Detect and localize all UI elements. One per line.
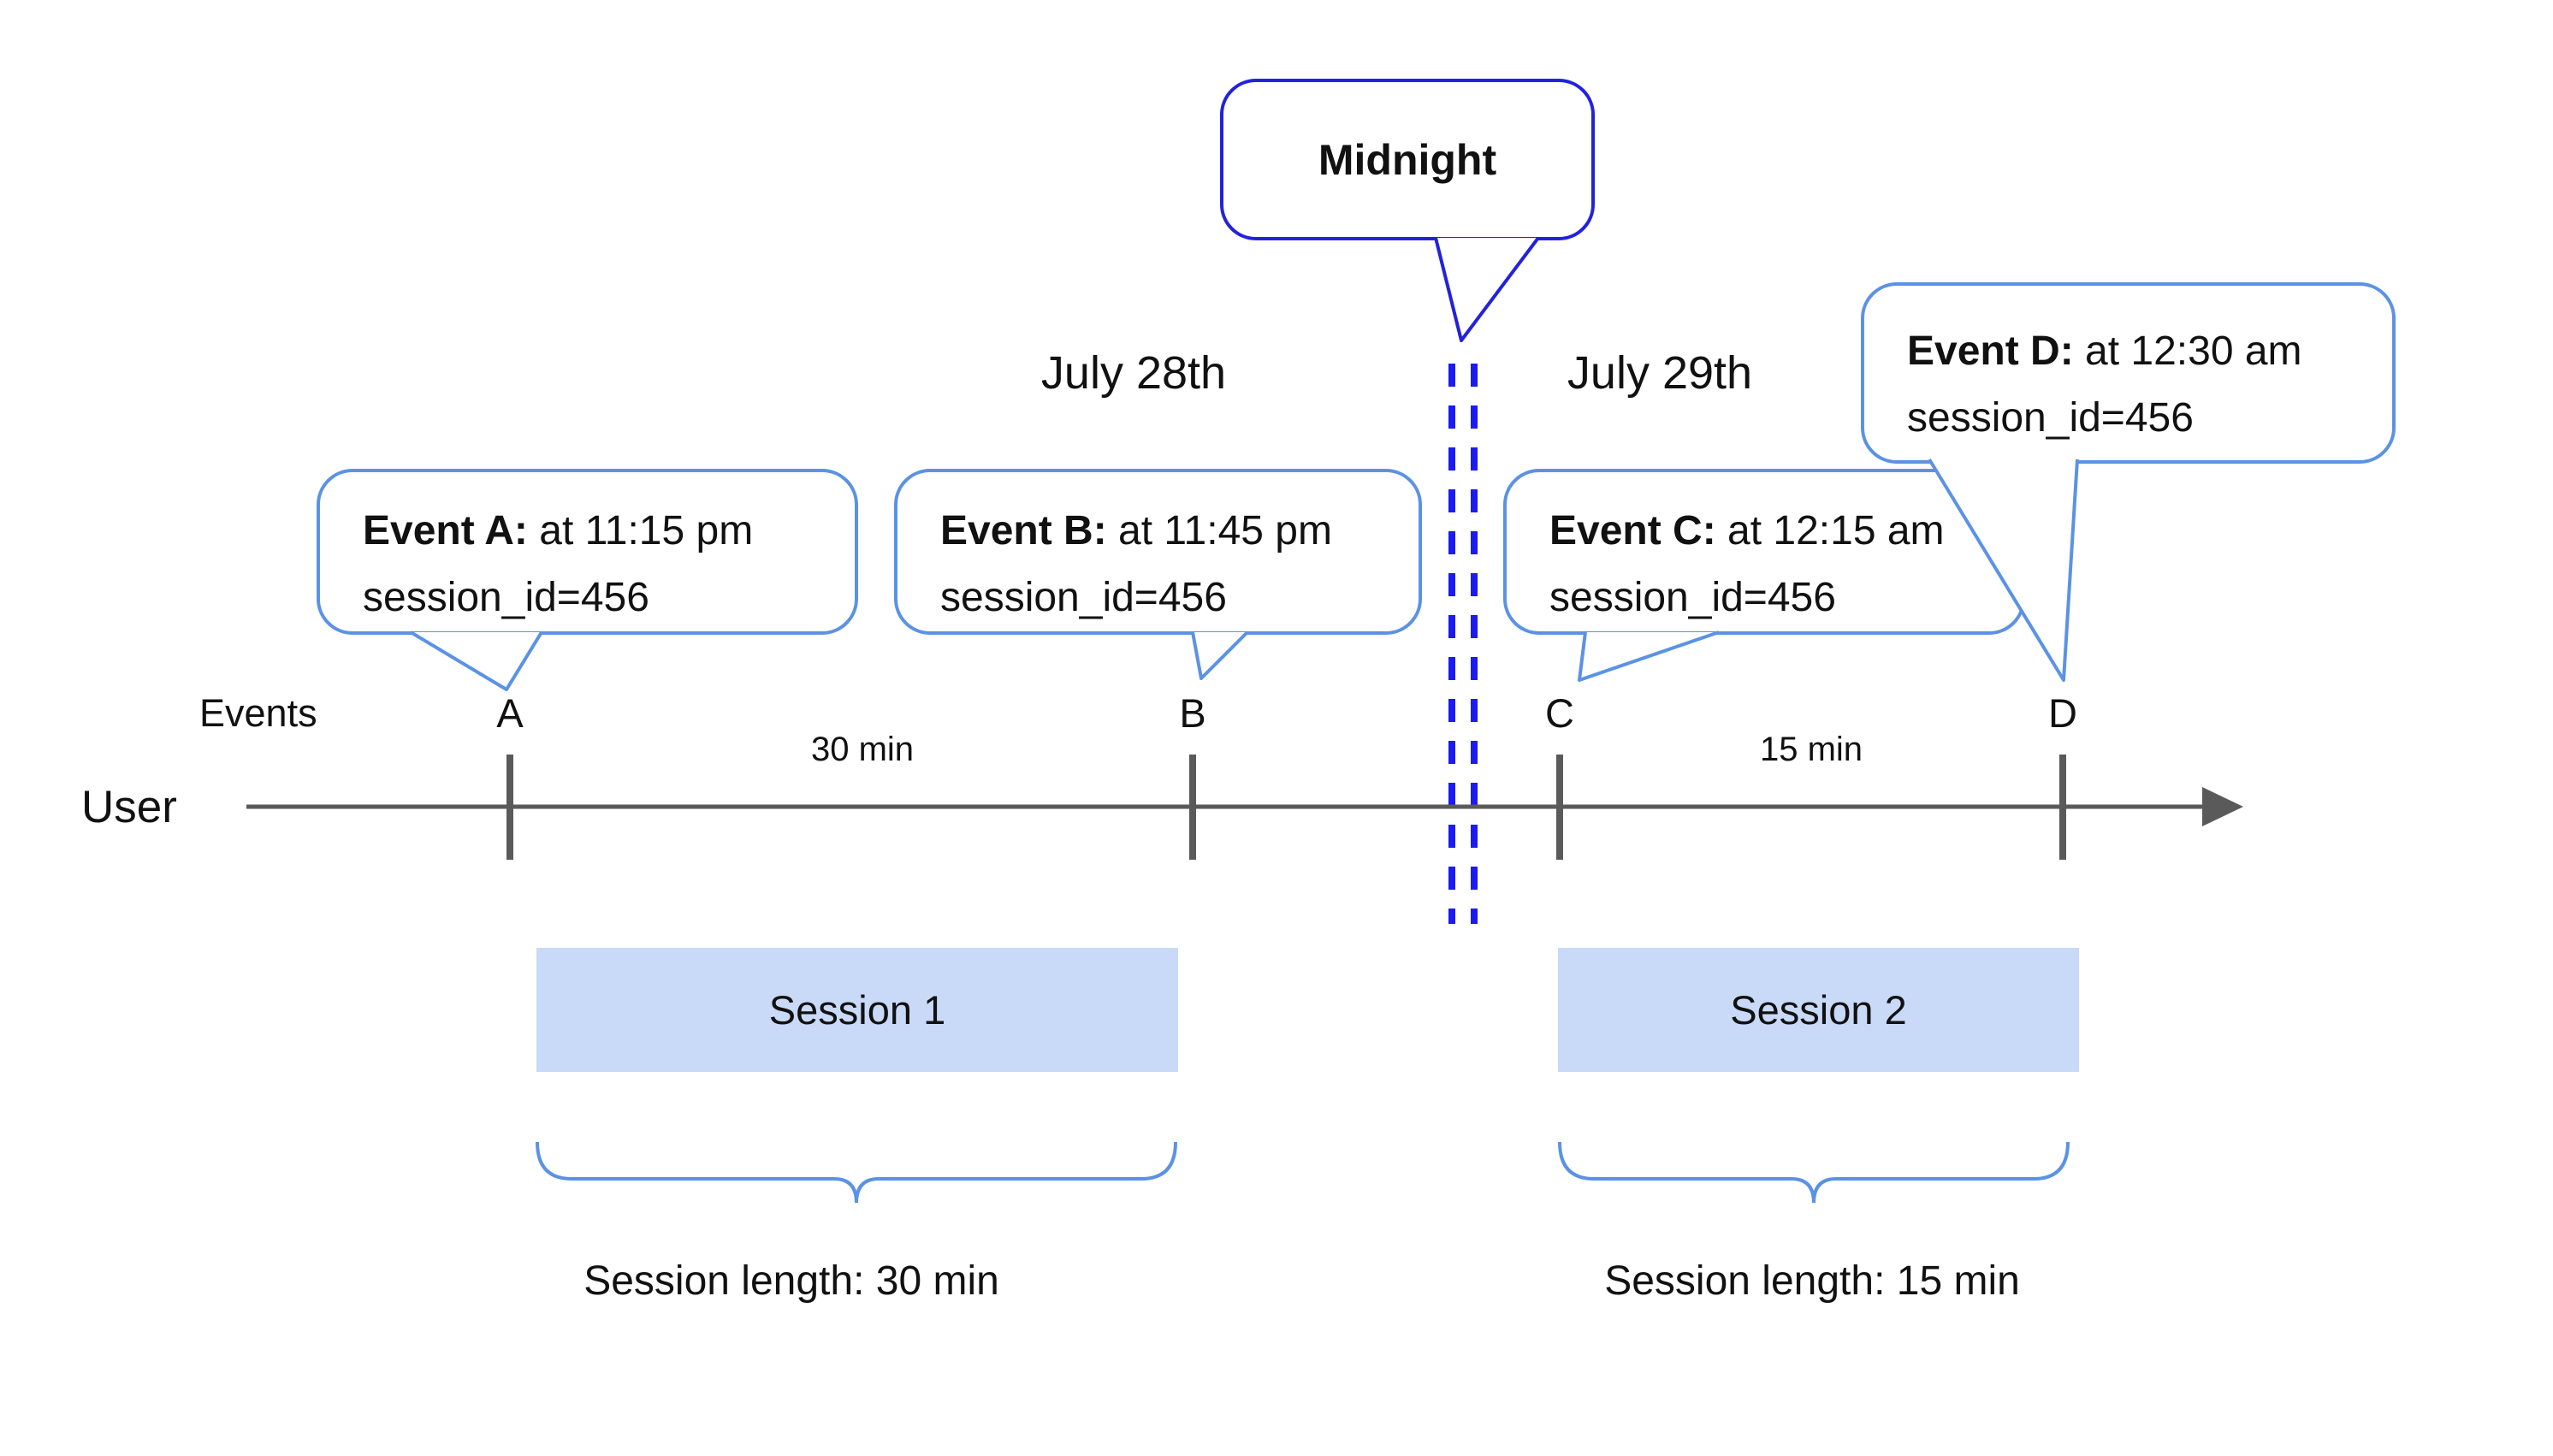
span-label-15-min: 15 min: [1759, 731, 1863, 768]
event-b-title: Event B:: [940, 508, 1107, 553]
event-a-text: Event A: at 11:15 pm session_id=456: [320, 472, 855, 631]
tick-label-c: C: [1545, 690, 1574, 736]
session-1-label: Session 1: [768, 987, 946, 1033]
tick-label-a: A: [496, 690, 524, 736]
session-1-brace: [536, 1141, 1177, 1204]
event-d-session-id: session_id=456: [1907, 395, 2194, 441]
event-d-title: Event D:: [1907, 328, 2074, 374]
event-a-title: Event A:: [363, 508, 528, 553]
event-c-title: Event C:: [1549, 508, 1716, 553]
event-c-text: Event C: at 12:15 am session_id=456: [1507, 472, 2022, 631]
event-c-bubble-tail: [1578, 630, 1720, 682]
user-row-label: User: [81, 782, 177, 832]
user-timeline-axis: [246, 787, 2243, 826]
span-label-30-min: 30 min: [810, 731, 915, 768]
event-a-bubble-tail: [409, 630, 543, 691]
event-a-callout-bubble: Event A: at 11:15 pm session_id=456: [317, 469, 858, 635]
midnight-bubble-tail: [1434, 236, 1540, 342]
tick-label-d: D: [2048, 690, 2077, 736]
session-1-bar: Session 1: [536, 948, 1178, 1072]
event-b-time: at 11:45 pm: [1106, 508, 1332, 553]
event-c-session-id: session_id=456: [1549, 575, 1836, 620]
event-b-session-id: session_id=456: [940, 575, 1227, 620]
event-b-bubble-tail: [1191, 630, 1249, 680]
midnight-label: Midnight: [1318, 135, 1497, 184]
session-2-bar: Session 2: [1558, 948, 2079, 1072]
session-1-length-label: Session length: 30 min: [583, 1258, 999, 1304]
event-tick-marks: [506, 755, 2066, 860]
session-2-brace: [1558, 1141, 2070, 1204]
tick-label-b: B: [1179, 690, 1206, 736]
session-2-label: Session 2: [1730, 987, 1907, 1033]
event-d-time: at 12:30 am: [2073, 328, 2302, 374]
date-label-july-28: July 28th: [1040, 347, 1227, 399]
event-c-time: at 12:15 am: [1715, 508, 1945, 553]
event-a-session-id: session_id=456: [363, 575, 649, 620]
event-a-time: at 11:15 pm: [527, 508, 754, 553]
events-row-label: Events: [199, 691, 317, 735]
midnight-callout-bubble: Midnight: [1220, 79, 1595, 240]
event-d-text: Event D: at 12:30 am session_id=456: [1864, 286, 2392, 452]
event-b-callout-bubble: Event B: at 11:45 pm session_id=456: [894, 469, 1422, 635]
session-2-length-label: Session length: 15 min: [1604, 1258, 2020, 1304]
event-c-callout-bubble: Event C: at 12:15 am session_id=456: [1503, 469, 2025, 635]
date-label-july-29: July 29th: [1567, 347, 1753, 399]
midnight-dashed-line: [1448, 364, 1478, 924]
event-b-text: Event B: at 11:45 pm session_id=456: [897, 472, 1419, 631]
event-d-callout-bubble: Event D: at 12:30 am session_id=456: [1861, 282, 2396, 464]
arrowhead-icon: [2202, 787, 2243, 826]
